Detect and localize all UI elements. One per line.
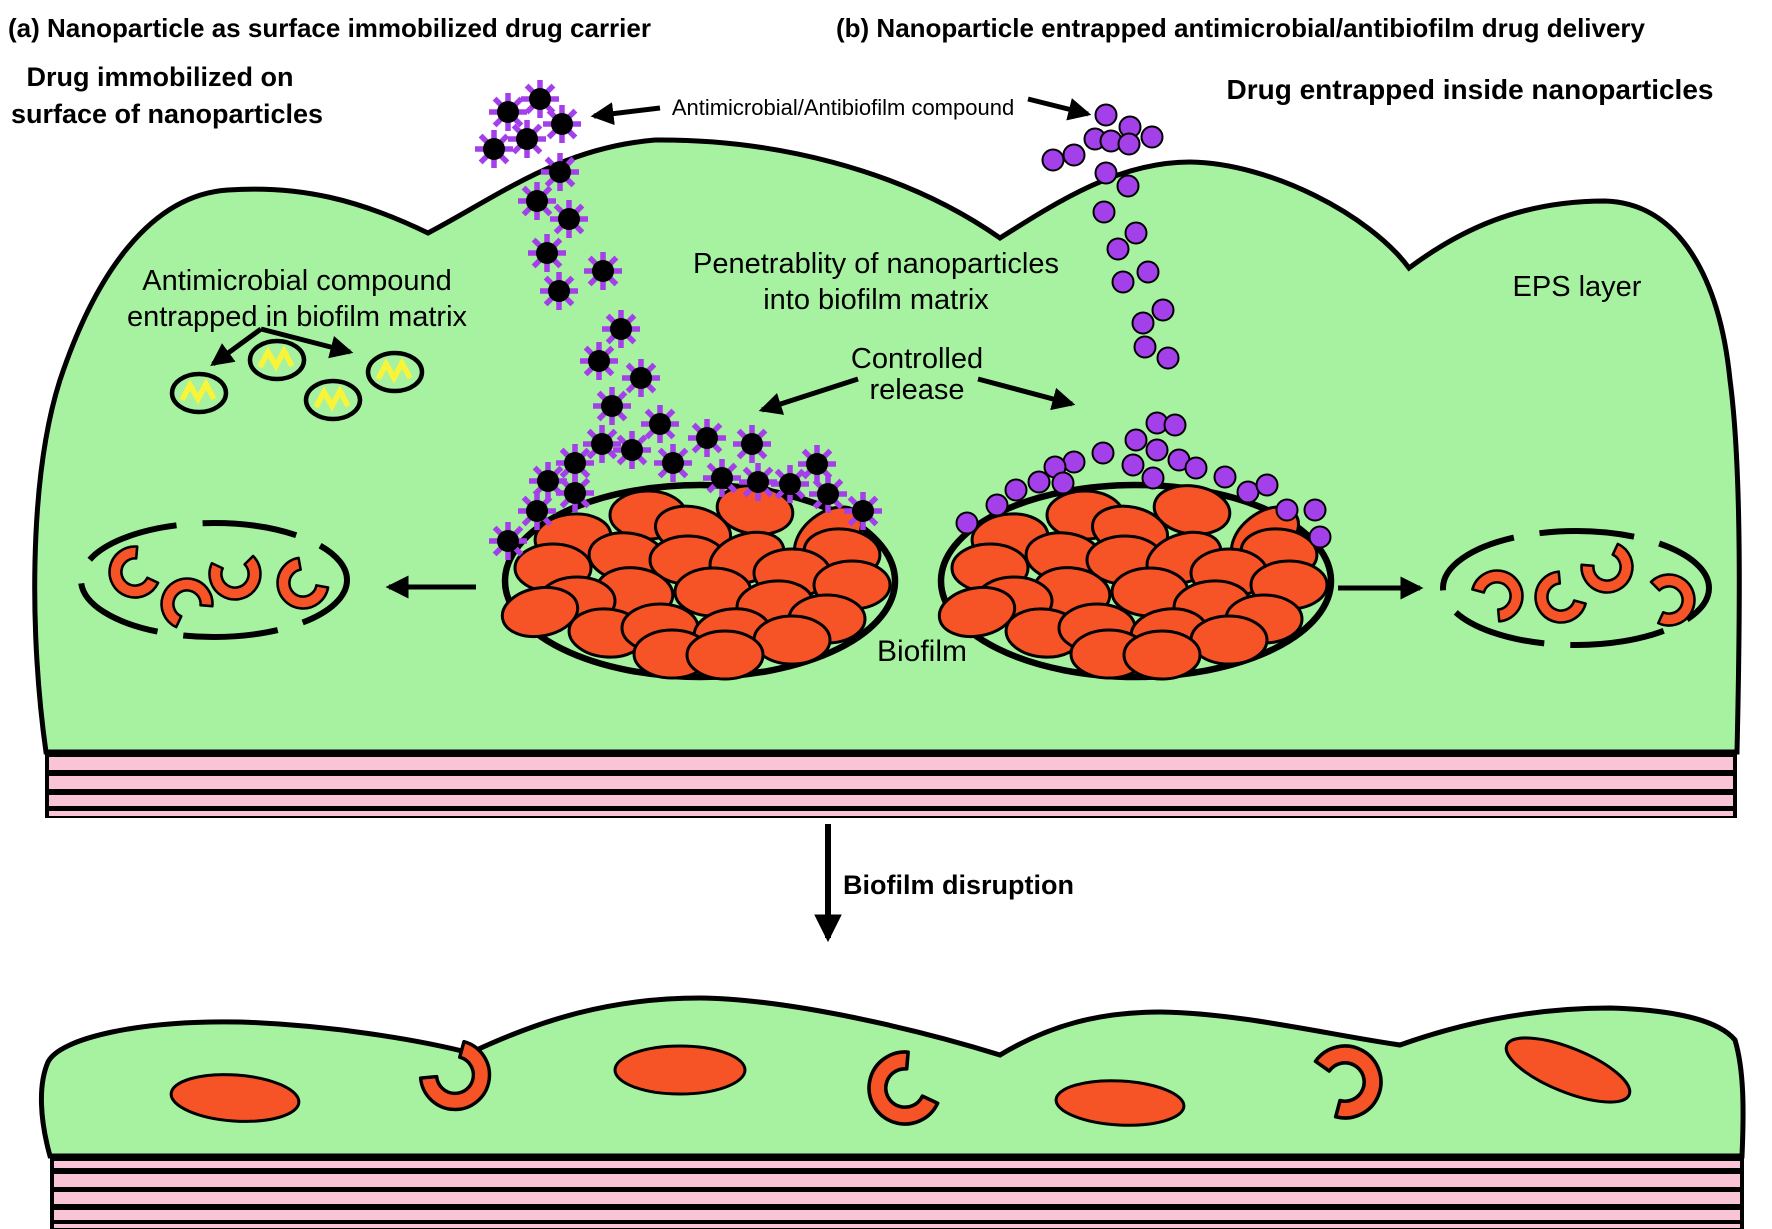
arrow-controlled-release-right — [977, 376, 1076, 411]
dispersed-biofilm-left — [78, 520, 350, 640]
disrupted-biofilm-layer — [39, 995, 1746, 1159]
panel-b-title: (b) Nanoparticle entrapped antimicrobial… — [836, 13, 1646, 43]
drug-entrapped-label: Drug entrapped inside nanoparticles — [1227, 74, 1714, 105]
biofilm-right-cluster — [933, 479, 1335, 681]
arrow-controlled-release-left — [758, 376, 859, 415]
entrapped-matrix-label-line1: Antimicrobial compound — [142, 265, 451, 297]
substrate-surface-upper — [45, 752, 1737, 818]
arrow-compound-to-spiky — [590, 102, 661, 126]
biofilm-disruption-label: Biofilm disruption — [843, 870, 1074, 900]
entrapped-matrix-label-line2: entrapped in biofilm matrix — [127, 301, 468, 333]
dispersed-bacteria-bottom — [169, 1034, 1632, 1139]
eps-layer-label: EPS layer — [1513, 271, 1642, 303]
arrow-matrix-right — [260, 326, 354, 359]
substrate-surface-lower — [50, 1156, 1744, 1229]
drug-immobilized-label-line1: Drug immobilized on — [27, 62, 294, 92]
arrow-matrix-left — [210, 326, 263, 367]
panel-a-title: (a) Nanoparticle as surface immobilized … — [8, 13, 651, 43]
dispersed-biofilm-right — [1440, 528, 1712, 648]
drug-immobilized-label-line2: surface of nanoparticles — [11, 99, 323, 129]
arrow-compound-to-plain — [1027, 96, 1092, 121]
controlled-release-label-line1: Controlled — [851, 343, 983, 375]
penetrability-label-line2: into biofilm matrix — [763, 284, 989, 316]
controlled-release-label-line2: release — [869, 374, 964, 406]
penetrability-label-line1: Penetrablity of nanoparticles — [693, 248, 1059, 280]
antimicrobial-compound-pointer-label: Antimicrobial/Antibiofilm compound — [672, 95, 1014, 120]
biofilm-left-cluster — [496, 479, 899, 681]
annotation-arrows — [210, 96, 1424, 943]
biofilm-label: Biofilm — [877, 635, 967, 668]
